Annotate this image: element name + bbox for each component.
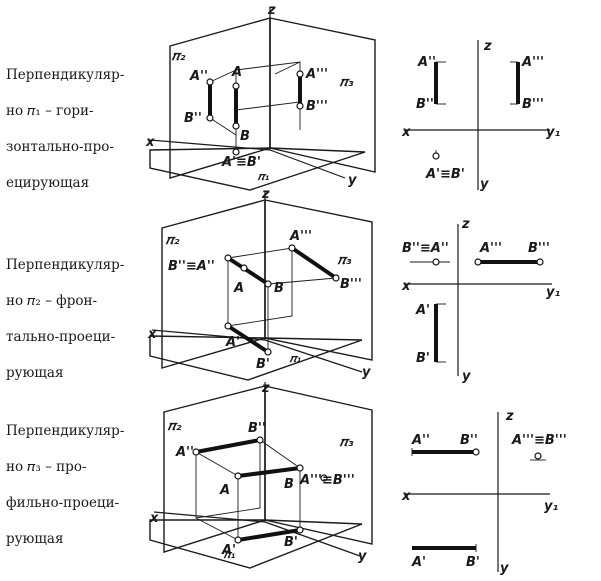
caption-line: Перпендикуляр- xyxy=(6,67,125,83)
caption-line: Перпендикуляр- xyxy=(6,423,125,439)
label-plane-pi2: 𝜋₂ xyxy=(165,233,180,248)
label-point: B xyxy=(284,477,294,492)
caption-line: рующая xyxy=(6,365,64,381)
label-point: B xyxy=(240,129,250,144)
label-point: B''' xyxy=(306,99,328,114)
label-point: A xyxy=(219,483,230,498)
caption-line: но 𝜋₁ – гори- xyxy=(6,103,94,119)
epure-label-y1: y₁ xyxy=(546,285,560,300)
plane-pi1 xyxy=(149,519,363,569)
epure-label-z: z xyxy=(461,217,470,232)
epure-label-point: A' xyxy=(411,555,426,570)
epure-label-point: A''' xyxy=(521,55,544,70)
caption-line: но 𝜋₃ – про- xyxy=(6,459,87,475)
label-plane-pi2: 𝜋₂ xyxy=(171,49,186,64)
plane-pi2 xyxy=(169,17,271,179)
caption-line: зонтально-про- xyxy=(6,139,114,155)
epure-label-point: B' xyxy=(466,555,480,570)
axis-x xyxy=(149,139,271,151)
epure-label-z: z xyxy=(505,409,514,424)
label-point: A''' xyxy=(305,67,328,82)
epure-label-point: A'''≡B''' xyxy=(511,433,567,448)
label-point: B'' xyxy=(248,421,266,436)
epure-row-1: z x y₁ y A'' B'' A''' B''' A'≡B' xyxy=(401,39,560,192)
plane-pi2 xyxy=(163,385,266,553)
label-point: B''' xyxy=(340,277,362,292)
epure-label-point: A' xyxy=(415,303,430,318)
label-point: A'' xyxy=(189,69,208,84)
label-axis-x: x xyxy=(147,327,157,342)
label-axis-z: z xyxy=(261,187,270,202)
label-point: A xyxy=(231,65,242,80)
label-point: A'''≡B''' xyxy=(299,473,355,488)
caption-row-1: Перпендикуляр- но 𝜋₁ – гори- зонтально-п… xyxy=(6,48,146,210)
caption-line: рующая xyxy=(6,531,64,547)
label-point: A' xyxy=(225,335,240,350)
label-point: A'' xyxy=(175,445,194,460)
epure-label-y: y xyxy=(500,561,509,576)
label-axis-x: x xyxy=(149,511,159,526)
label-point: B xyxy=(274,281,284,296)
epure-label-point: B'' xyxy=(416,97,434,112)
label-point: B'' xyxy=(184,111,202,126)
caption-line: но 𝜋₂ – фрон- xyxy=(6,293,98,309)
epure-label-point: B' xyxy=(416,351,430,366)
label-axis-y: y xyxy=(358,549,367,564)
epure-label-x: x xyxy=(401,125,411,140)
epure-label-point: B''' xyxy=(522,97,544,112)
label-plane-pi1: 𝜋₁ xyxy=(289,352,302,365)
diagram-row-2: 𝜋₂ 𝜋₃ 𝜋₁ z x y B''≡A'' A''' A B B''' A' … xyxy=(147,187,373,381)
epure-label-point: A''' xyxy=(479,241,502,256)
epure-label-point: A'' xyxy=(417,55,436,70)
label-point: A xyxy=(233,281,244,296)
diagram-row-1: 𝜋₂ 𝜋₃ 𝜋₁ z x y A A'' A''' B B'' B''' A'≡… xyxy=(145,3,376,191)
epure-label-z: z xyxy=(483,39,492,54)
axis-y xyxy=(269,149,346,179)
label-point: A''' xyxy=(289,229,312,244)
epure-row-3: z x y₁ y A'' B'' A'''≡B''' A' B' xyxy=(401,409,567,576)
label-point: B' xyxy=(256,357,270,372)
epure-label-y1: y₁ xyxy=(546,125,560,140)
caption-line: ецирующая xyxy=(6,175,90,191)
label-axis-x: x xyxy=(145,135,155,150)
epure-label-point: A'' xyxy=(411,433,430,448)
plane-pi2 xyxy=(161,199,266,369)
epure-label-point: B'' xyxy=(460,433,478,448)
epure-label-x: x xyxy=(401,489,411,504)
label-point: A'≡B' xyxy=(221,155,261,170)
epure-label-x: x xyxy=(401,279,411,294)
epure-label-y1: y₁ xyxy=(544,499,558,514)
label-axis-y: y xyxy=(348,173,357,188)
caption-line: тально-проеци- xyxy=(6,329,116,345)
label-plane-pi2: 𝜋₂ xyxy=(167,419,182,434)
label-axis-z: z xyxy=(261,381,270,396)
label-plane-pi1: 𝜋₁ xyxy=(223,548,236,561)
label-plane-pi3: 𝜋₃ xyxy=(339,75,354,90)
projection-box xyxy=(235,61,301,111)
epure-row-2: z x y₁ y B''≡A'' A''' B''' A' B' xyxy=(401,217,560,384)
label-point: B''≡A'' xyxy=(168,259,215,274)
label-plane-pi1: 𝜋₁ xyxy=(257,170,270,183)
epure-label-point: B''' xyxy=(528,241,550,256)
label-plane-pi3: 𝜋₃ xyxy=(339,435,354,450)
diagram-row-3: 𝜋₂ 𝜋₃ 𝜋₁ z x y B'' A'' A'''≡B''' A B A' … xyxy=(149,381,373,569)
label-axis-z: z xyxy=(267,3,276,18)
label-point: B' xyxy=(284,535,298,550)
epure-label-point: B''≡A'' xyxy=(402,241,449,256)
caption-line: Перпендикуляр- xyxy=(6,257,125,273)
caption-row-3: Перпендикуляр- но 𝜋₃ – про- фильно-проец… xyxy=(6,404,146,566)
label-axis-y: y xyxy=(362,365,371,380)
epure-label-y: y xyxy=(462,369,471,384)
caption-line: фильно-проеци- xyxy=(6,495,120,511)
caption-row-2: Перпендикуляр- но 𝜋₂ – фрон- тально-прое… xyxy=(6,238,146,400)
epure-label-y: y xyxy=(480,177,489,192)
epure-label-point: A'≡B' xyxy=(425,167,465,182)
label-plane-pi3: 𝜋₃ xyxy=(337,253,352,268)
label-point: A' xyxy=(221,543,236,558)
